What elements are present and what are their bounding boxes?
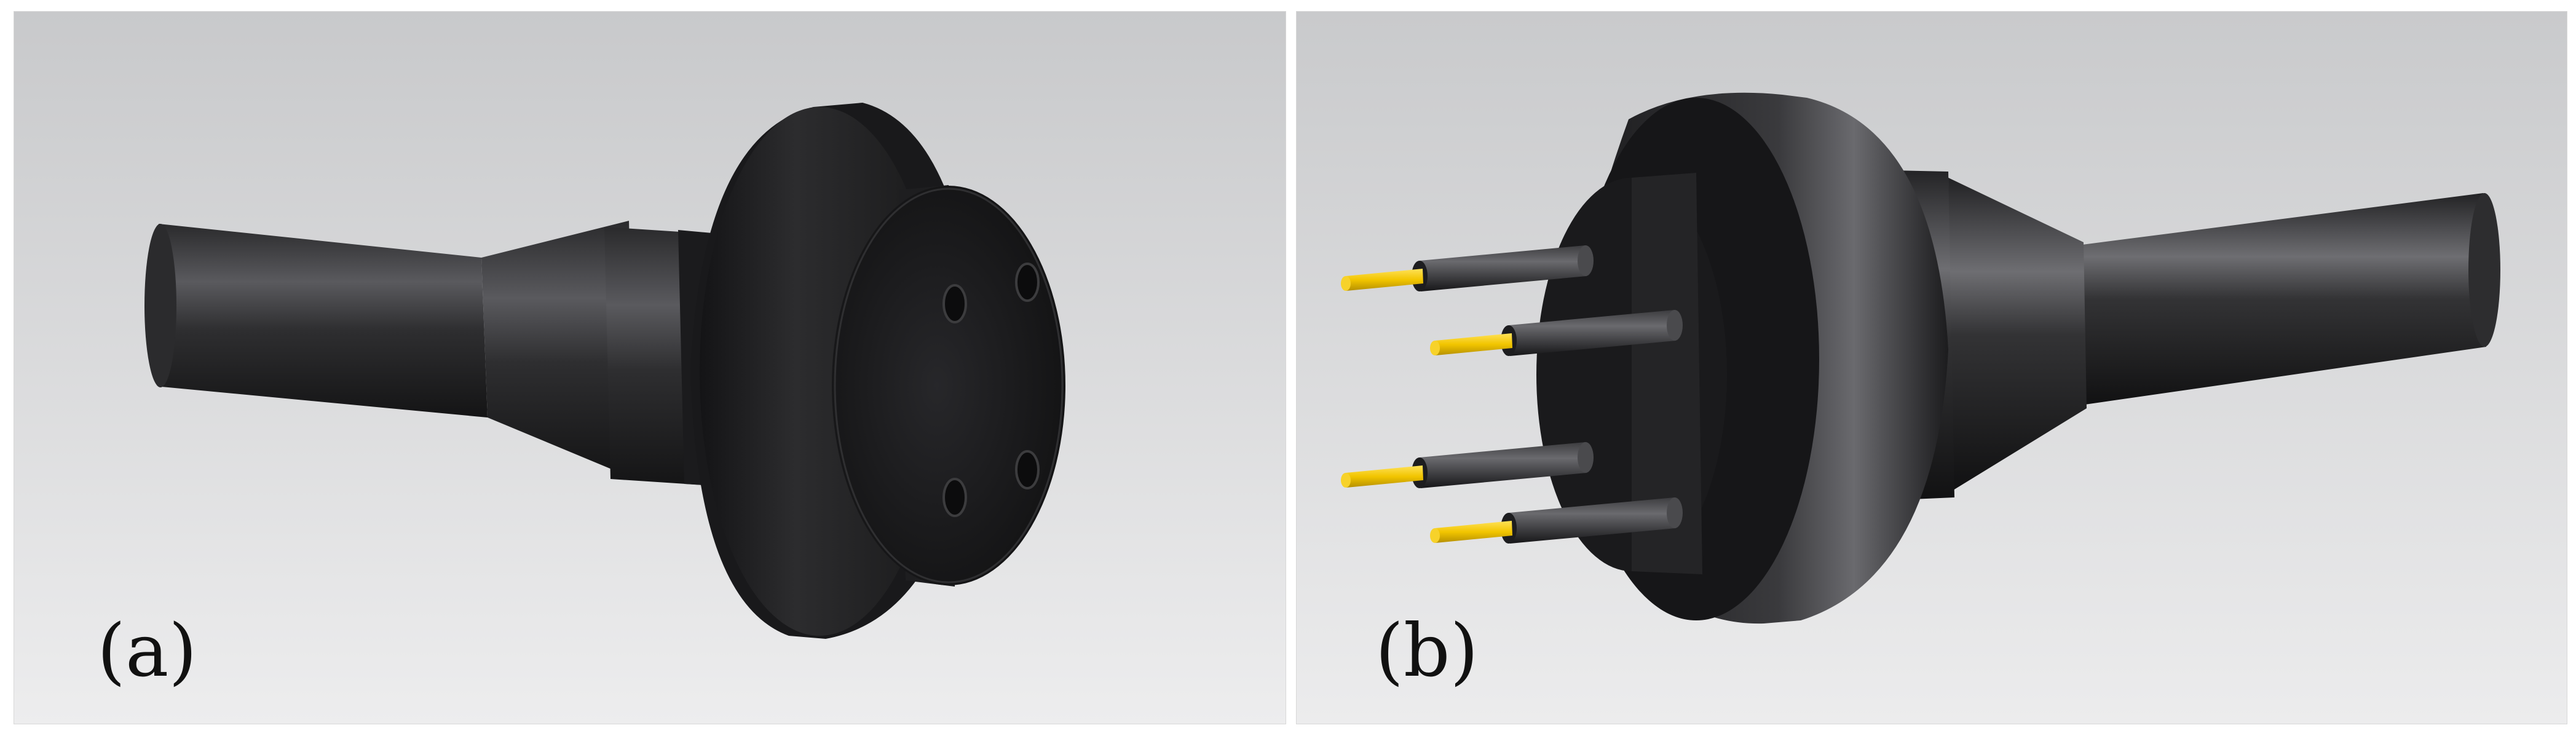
- panel-a: (a): [14, 11, 1286, 724]
- hole-icon: [1015, 263, 1040, 302]
- pin-1: [1341, 245, 1594, 291]
- front-boss: [832, 185, 1065, 587]
- connector-render-a: [14, 12, 1286, 724]
- hole-icon: [942, 284, 967, 323]
- cone-section: [1948, 178, 2087, 491]
- pin-3: [1341, 442, 1594, 488]
- panel-b: (b): [1296, 11, 2567, 724]
- hole-icon: [942, 478, 967, 517]
- hole-icon: [1015, 450, 1040, 489]
- panel-label-a: (a): [97, 608, 197, 693]
- pin-holes: [942, 263, 1040, 517]
- pin-4: [1430, 497, 1683, 544]
- connector-render-b: [1297, 12, 2567, 724]
- cone-section: [481, 221, 635, 479]
- cable-tube: [2077, 193, 2500, 405]
- pin-2: [1430, 310, 1683, 356]
- panel-label-b: (b): [1375, 608, 1479, 693]
- cable-tube: [144, 224, 488, 417]
